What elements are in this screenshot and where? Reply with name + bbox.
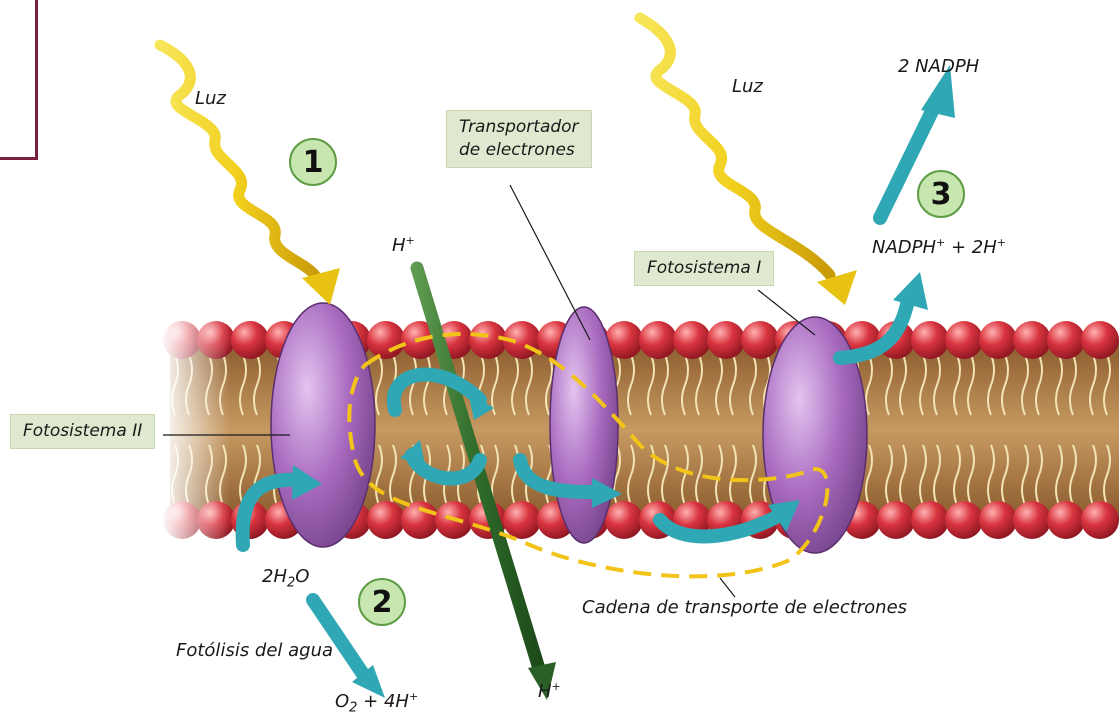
nadp-sup: + (936, 236, 945, 249)
lipid-head (231, 321, 269, 359)
oxygen-b: + 4H (357, 691, 409, 712)
step-3-badge: 3 (917, 170, 965, 218)
label-h-plus-top: H+ (392, 234, 415, 257)
label-luz-right: Luz (732, 76, 763, 98)
light-wave-right (640, 18, 830, 275)
water-b: O (295, 566, 309, 587)
transportador-line1: Transportador (459, 116, 579, 139)
label-nadp-plus: NADPH+ + 2H+ (872, 236, 1006, 259)
h-top-text: H (392, 235, 406, 256)
oxygen-sup: + (409, 690, 418, 703)
label-water: 2H2O (262, 566, 309, 591)
step-2-badge: 2 (358, 578, 406, 626)
water-a: 2H (262, 566, 287, 587)
lipid-head (1081, 321, 1119, 359)
lipid-head (1047, 501, 1085, 539)
lipid-head (979, 321, 1017, 359)
nadp-rest-sup: + (997, 236, 1006, 249)
label-transportador: Transportador de electrones (446, 110, 592, 168)
lipid-head (741, 321, 779, 359)
lipid-head (1047, 321, 1085, 359)
membrane-fade (160, 310, 230, 550)
lipid-head (367, 321, 405, 359)
lipid-head (639, 321, 677, 359)
lipid-head (945, 321, 983, 359)
h-bottom-text: H (538, 681, 552, 702)
lipid-head (707, 321, 745, 359)
transportador-line2: de electrones (459, 139, 579, 162)
lipid-head (605, 501, 643, 539)
h-bottom-sup: + (552, 680, 561, 693)
lipid-head (979, 501, 1017, 539)
lipid-head (911, 501, 949, 539)
electron-carrier-protein (550, 307, 618, 543)
lipid-head (673, 321, 711, 359)
label-fotosistema-i: Fotosistema I (634, 251, 774, 286)
label-h-plus-bottom: H+ (538, 680, 561, 703)
lipid-head (945, 501, 983, 539)
h-top-sup: + (406, 234, 415, 247)
photosystem-ii-protein (271, 303, 375, 547)
label-luz-left: Luz (195, 88, 226, 110)
nadp-text: NADPH (872, 237, 936, 258)
lipid-head (1013, 321, 1051, 359)
lipid-head (1013, 501, 1051, 539)
lipid-head (911, 321, 949, 359)
nadp-rest: + 2H (945, 237, 997, 258)
lipid-head (1081, 501, 1119, 539)
label-cadena: Cadena de transporte de electrones (582, 597, 907, 619)
label-oxygen: O2 + 4H+ (335, 690, 418, 716)
label-fotolisis: Fotólisis del agua (176, 640, 333, 662)
lipid-head (503, 501, 541, 539)
oxygen-a: O (335, 691, 349, 712)
step-1-badge: 1 (289, 138, 337, 186)
label-fotosistema-ii: Fotosistema II (10, 414, 155, 449)
lipid-head (367, 501, 405, 539)
lipid-head (877, 501, 915, 539)
label-nadph: 2 NADPH (898, 56, 979, 78)
